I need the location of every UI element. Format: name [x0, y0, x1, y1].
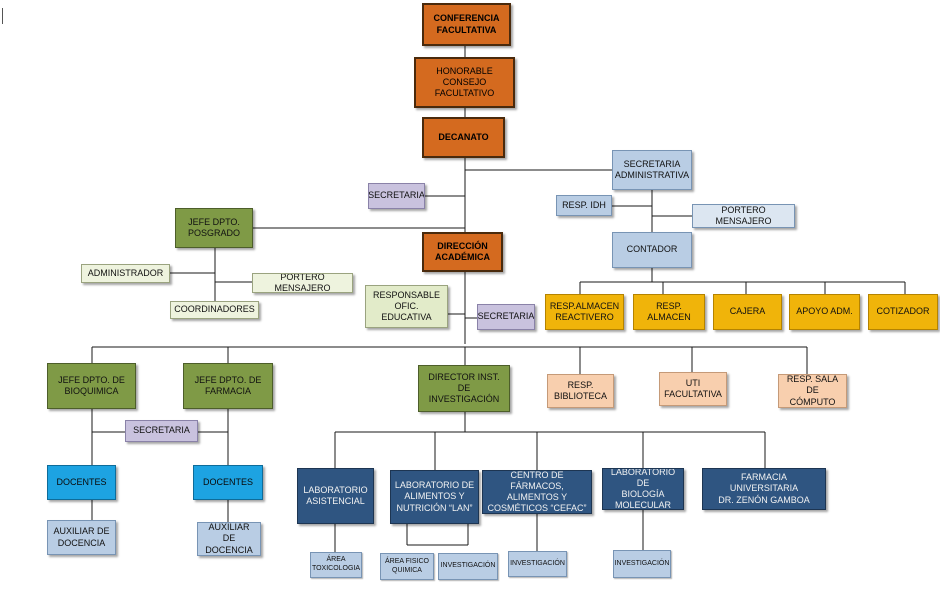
node-jefe-farmacia: JEFE DPTO. DE FARMACIA	[183, 363, 273, 409]
node-secretaria-departamentos: SECRETARIA	[125, 420, 198, 442]
node-director-investigacion: DIRECTOR INST. DE INVESTIGACIÓN	[418, 365, 510, 412]
connector-main-bus	[91, 346, 808, 374]
connector-labs	[334, 510, 644, 552]
node-portero-mensajero-posgrado: PORTERO MENSAJERO	[252, 273, 353, 293]
node-resp-biblioteca: RESP. BIBLIOTECA	[547, 374, 614, 408]
node-cajera: CAJERA	[713, 294, 782, 330]
node-contador: CONTADOR	[612, 232, 692, 268]
node-coordinadores: COORDINADORES	[170, 301, 259, 319]
node-administrador: ADMINISTRADOR	[81, 264, 170, 283]
connector-academic	[448, 272, 477, 344]
node-laboratorio-asistencial: LABORATORIO ASISTENCIAL	[297, 468, 374, 524]
node-investigacion-cefac: INVESTIGACIÓN	[508, 551, 567, 577]
node-apoyo-adm: APOYO ADM.	[789, 294, 860, 330]
text-cursor	[2, 8, 3, 24]
node-area-toxicologia: ÁREA TOXICOLOGIA	[310, 552, 362, 578]
node-docentes-bioquimica: DOCENTES	[47, 465, 116, 500]
node-direccion-academica: DIRECCIÓN ACADÉMICA	[422, 232, 503, 272]
node-investigacion-biologia: INVESTIGACIÓN	[613, 550, 671, 578]
node-resp-almacen: RESP. ALMACEN	[633, 294, 705, 330]
node-centro-cefac: CENTRO DE FÁRMACOS, ALIMENTOS Y COSMÉTIC…	[482, 470, 592, 514]
node-portero-mensajero-adm: PORTERO MENSAJERO	[692, 204, 795, 228]
node-auxiliar-docencia-bioquimica: AUXILIAR DE DOCENCIA	[47, 520, 116, 555]
node-resp-idh: RESP. IDH	[556, 195, 612, 216]
node-uti-facultativa: UTI FACULTATIVA	[659, 372, 727, 406]
node-secretaria-decanato: SECRETARIA	[368, 183, 425, 209]
node-docentes-farmacia: DOCENTES	[193, 465, 263, 500]
node-jefe-bioquimica: JEFE DPTO. DE BIOQUIMICA	[47, 363, 136, 409]
node-resp-sala-computo: RESP. SALA DE CÓMPUTO	[778, 374, 847, 408]
node-laboratorio-alimentos-lan: LABORATORIO DE ALIMENTOS Y NUTRICIÓN “LA…	[390, 470, 479, 524]
node-auxiliar-docencia-farmacia: AUXILIAR DE DOCENCIA	[197, 522, 261, 556]
node-honorable-consejo: HONORABLE CONSEJO FACULTATIVO	[414, 57, 515, 108]
node-resp-almacen-reactivero: RESP.ALMACEN REACTIVERO	[545, 294, 624, 330]
connector-investigation	[334, 412, 766, 470]
connector-posgrado-branch	[170, 227, 465, 301]
node-investigacion-lan: INVESTIGACIÓN	[438, 553, 498, 580]
node-laboratorio-biologia-molecular: LABORATORIO DE BIOLOGÍA MOLECULAR	[602, 468, 684, 510]
node-responsable-ofic-educativa: RESPONSABLE OFIC. EDUCATIVA	[365, 285, 448, 328]
node-secretaria-administrativa: SECRETARIA ADMINISTRATIVA	[612, 150, 692, 190]
node-farmacia-universitaria: FARMACIA UNIVERSITARIA DR. ZENÓN GAMBOA	[702, 468, 826, 510]
connector-admin-branch	[465, 169, 906, 294]
node-cotizador: COTIZADOR	[868, 294, 938, 330]
node-secretaria-academica: SECRETARIA	[477, 304, 535, 330]
node-conferencia-facultativa: CONFERENCIA FACULTATIVA	[422, 3, 511, 46]
node-decanato: DECANATO	[422, 117, 505, 158]
node-jefe-posgrado: JEFE DPTO. POSGRADO	[175, 208, 253, 248]
node-area-fisico-quimica: ÁREA FISICO QUIMICA	[380, 553, 434, 580]
